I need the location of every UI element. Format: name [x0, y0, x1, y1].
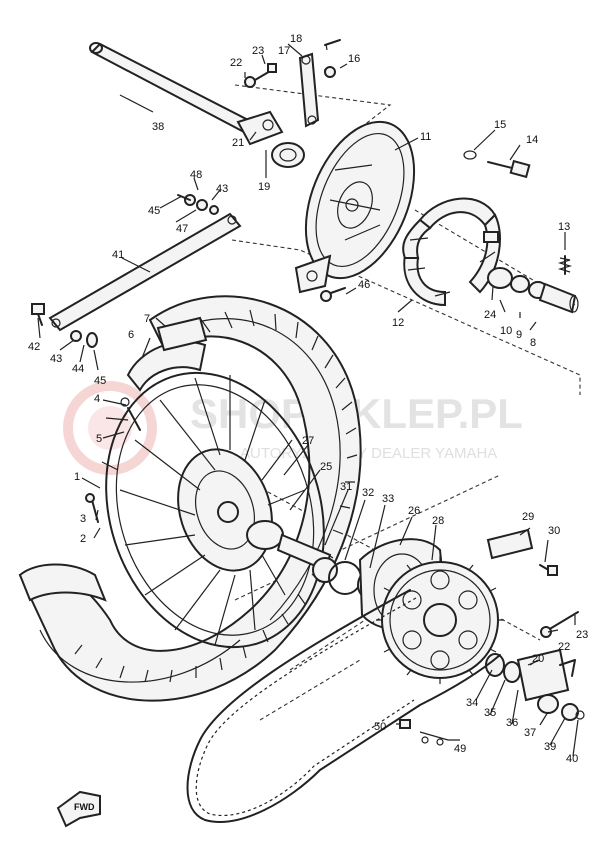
callout-5: 5 — [96, 433, 102, 445]
brake-torque-rod — [48, 212, 242, 332]
callout-21: 21 — [232, 137, 244, 149]
chain-joint — [399, 719, 449, 746]
axle-adjuster-right — [485, 648, 585, 721]
callout-13: 13 — [558, 221, 570, 233]
callout-42: 42 — [28, 341, 40, 353]
callout-2: 2 — [80, 533, 86, 545]
valve-and-locks — [85, 397, 141, 523]
callout-16: 16 — [348, 53, 360, 65]
callout-24: 24 — [484, 309, 496, 321]
callout-43-left: 43 — [50, 353, 62, 365]
callout-6: 6 — [128, 329, 134, 341]
shoe-spring — [557, 255, 573, 275]
forward-arrow-label: FWD — [74, 802, 95, 812]
callout-15: 15 — [494, 119, 506, 131]
brake-shoe-plate — [294, 120, 416, 294]
watermark-subtitle: AUTORYZOWANY DEALER YAMAHA — [240, 445, 497, 462]
brake-cam — [320, 287, 346, 302]
callout-labels: 38 22 23 18 17 16 21 19 11 15 14 13 24 1… — [28, 33, 588, 765]
callout-23-top: 23 — [252, 45, 264, 57]
callout-18: 18 — [290, 33, 302, 45]
callout-47: 47 — [176, 223, 188, 235]
callout-39: 39 — [544, 741, 556, 753]
callout-14: 14 — [526, 134, 538, 146]
callout-12: 12 — [392, 317, 404, 329]
callout-41: 41 — [112, 249, 124, 261]
callout-40: 40 — [566, 753, 578, 765]
rear-sprocket — [376, 556, 504, 684]
rear-axle — [89, 42, 254, 134]
callout-23-right: 23 — [576, 629, 588, 641]
cam-lever — [463, 150, 531, 179]
callout-31: 31 — [340, 481, 352, 493]
callout-38: 38 — [152, 121, 164, 133]
callout-45-top: 45 — [148, 205, 160, 217]
callout-8: 8 — [530, 337, 536, 349]
callout-22-right: 22 — [558, 641, 570, 653]
callout-22-top: 22 — [230, 57, 242, 69]
callout-28: 28 — [432, 515, 444, 527]
tube-and-rim-band — [126, 316, 208, 392]
callout-46: 46 — [358, 279, 370, 291]
callout-35: 35 — [484, 707, 496, 719]
callout-7: 7 — [144, 313, 150, 325]
callout-9: 9 — [516, 329, 522, 341]
chain-adjuster-plate — [486, 528, 558, 576]
callout-43-top: 43 — [216, 183, 228, 195]
callout-36: 36 — [506, 717, 518, 729]
callout-33: 33 — [382, 493, 394, 505]
hub-spacers — [487, 267, 579, 314]
callout-11: 11 — [420, 131, 431, 143]
callout-19: 19 — [258, 181, 270, 193]
callout-37: 37 — [524, 727, 536, 739]
callout-30: 30 — [548, 525, 560, 537]
callout-4: 4 — [94, 393, 100, 405]
callout-45-left: 45 — [94, 375, 106, 387]
rod-fasteners-top — [177, 194, 219, 215]
callout-44: 44 — [72, 363, 84, 375]
callout-29: 29 — [522, 511, 534, 523]
bolt-nut-top — [244, 63, 277, 88]
brake-shoes — [402, 197, 501, 307]
drive-chain — [186, 589, 501, 823]
torque-arm — [298, 39, 341, 128]
callout-25: 25 — [320, 461, 332, 473]
forward-arrow: FWD — [56, 790, 101, 828]
callout-49: 49 — [454, 743, 466, 755]
callout-48: 48 — [190, 169, 202, 181]
callout-20: 20 — [532, 653, 544, 665]
callout-50: 50 — [374, 721, 386, 733]
leader-lines — [37, 43, 579, 757]
callout-10: 10 — [500, 325, 512, 337]
chain-puller-collar — [236, 110, 305, 168]
bolt-nut-right — [540, 611, 579, 638]
callout-34: 34 — [466, 697, 478, 709]
callout-3: 3 — [80, 513, 86, 525]
callout-1: 1 — [74, 471, 80, 483]
rod-fasteners-left — [31, 303, 98, 348]
callout-27: 27 — [302, 435, 314, 447]
callout-32: 32 — [362, 487, 374, 499]
callout-17: 17 — [278, 45, 290, 57]
callout-26: 26 — [408, 505, 420, 517]
